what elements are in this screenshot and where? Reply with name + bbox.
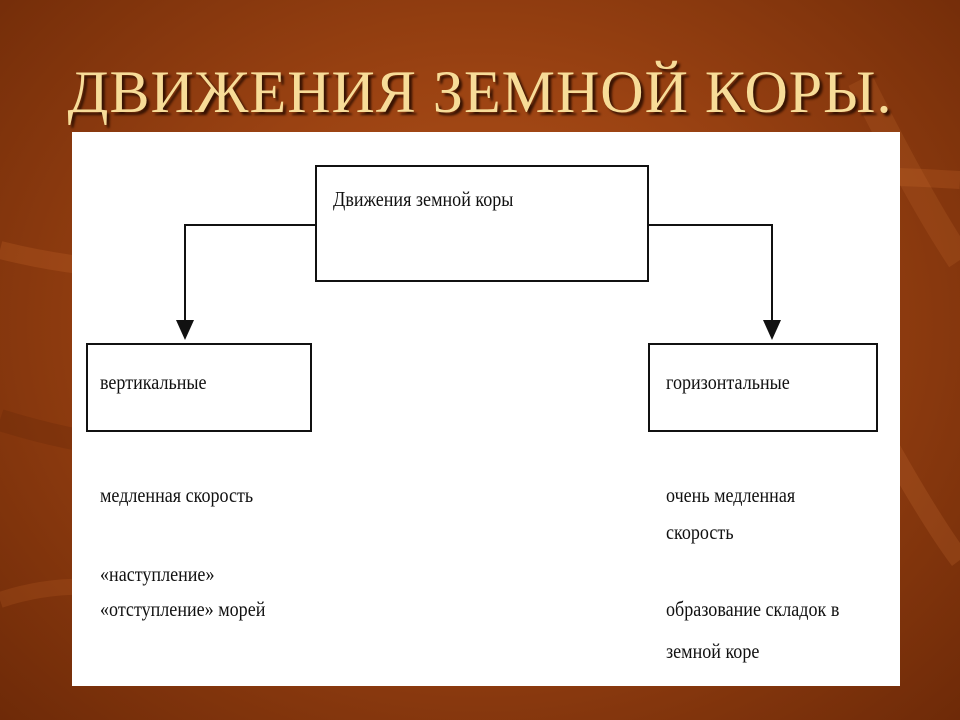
right-note-folding-line2: земной коре	[666, 639, 760, 663]
left-connector-line	[184, 224, 315, 332]
right-arrow-head-icon	[763, 320, 781, 340]
vertical-movements-box: вертикальные	[86, 343, 312, 432]
right-note-speed-line1: очень медленная	[666, 483, 796, 507]
root-box: Движения земной коры	[315, 165, 649, 282]
right-connector-line	[649, 224, 773, 332]
root-box-label: Движения земной коры	[333, 187, 514, 211]
vertical-movements-label: вертикальные	[100, 370, 207, 394]
left-note-speed: медленная скорость	[100, 483, 254, 507]
left-arrow-head-icon	[176, 320, 194, 340]
horizontal-movements-label: горизонтальные	[666, 370, 790, 394]
diagram-connectors	[176, 224, 781, 340]
diagram-panel: Движения земной коры вертикальные горизо…	[72, 132, 900, 686]
slide-title: ДВИЖЕНИЯ ЗЕМНОЙ КОРЫ.	[67, 59, 893, 125]
right-note-speed-line2: скорость	[666, 520, 734, 544]
horizontal-movements-box: горизонтальные	[648, 343, 878, 432]
right-note-folding-line1: образование складок в	[666, 597, 840, 621]
left-note-regression: «отступление» морей	[100, 597, 266, 621]
left-note-transgression: «наступление»	[100, 562, 215, 586]
